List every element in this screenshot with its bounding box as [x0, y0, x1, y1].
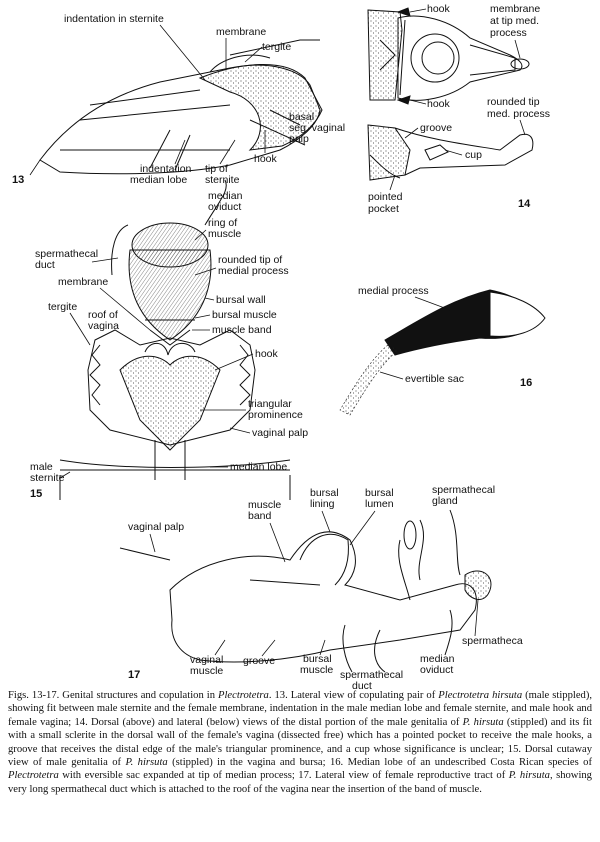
label-bursal-muscle-2: muscle — [300, 664, 333, 676]
label-muscle-2: band — [248, 510, 272, 522]
fig13-drawing — [29, 39, 323, 176]
label-pointed-2: pocket — [368, 203, 399, 215]
label-indentation-sternite: indentation in sternite — [64, 13, 164, 25]
label-bursal-muscle: bursal muscle — [212, 309, 277, 321]
caption-species-2: P. hirsuta — [462, 716, 504, 728]
label-median-2: oviduct — [208, 201, 241, 213]
label-muscle-1: muscle — [248, 499, 281, 511]
fig17-number: 17 — [128, 669, 140, 681]
fig13-number: 13 — [12, 174, 24, 186]
figure-caption: Figs. 13-17. Genital structures and copu… — [8, 689, 592, 796]
figure-14: hook membrane at tip med. process hook r… — [367, 3, 550, 215]
label-sperm-duct-2: duct — [35, 259, 55, 271]
label-groove: groove — [243, 655, 275, 667]
fig17-drawing — [119, 509, 492, 673]
label-vaginal-palp: vaginal palp — [252, 427, 308, 439]
label-tergite: tergite — [262, 41, 291, 53]
label-bursal-muscle-1: bursal — [303, 653, 332, 665]
caption-part-4: (stippled) in the vagina and bursa; 16. … — [167, 757, 592, 769]
caption-part-2: (male stippled), showing fit between mal… — [8, 690, 592, 728]
label-bursal-lumen-2: lumen — [365, 498, 394, 510]
fig14-number: 14 — [518, 198, 531, 210]
figure-13: indentation in sternite membrane tergite… — [12, 13, 345, 186]
label-membrane-1: membrane — [490, 3, 540, 15]
caption-part-1: . 13. Lateral view of copulating pair of — [268, 690, 439, 701]
label-roof-2: vagina — [88, 320, 119, 332]
label-medial-process: medial process — [358, 285, 429, 297]
label-triangular: triangular — [248, 398, 292, 410]
label-male-1: male — [30, 461, 53, 473]
fig14-lateral-drawing — [367, 124, 534, 181]
label-indentation: indentation — [140, 163, 192, 175]
fig16-number: 16 — [520, 377, 532, 389]
label-prominence: prominence — [248, 409, 303, 421]
fig16-drawing — [339, 289, 546, 416]
label-evertible-sac: evertible sac — [405, 373, 464, 385]
label-spermatheca: spermatheca — [462, 635, 523, 647]
label-median-lobe: median lobe — [230, 461, 287, 473]
label-rounded-2: medial process — [218, 265, 289, 277]
label-membrane-2: at tip med. — [490, 15, 539, 27]
label-membrane: membrane — [216, 26, 266, 38]
label-roof-1: roof of — [88, 309, 118, 321]
caption-species-4: P. hirsuta — [508, 770, 550, 782]
label-tip-of: tip of — [205, 163, 228, 175]
label-median-oviduct-1: median — [420, 653, 455, 665]
caption-part-3: (stippled) and its fit with a small scle… — [8, 716, 592, 769]
label-median-lobe: median lobe — [130, 174, 187, 186]
label-hook-top: hook — [427, 3, 451, 15]
figure-16: medial process evertible sac 16 — [339, 285, 546, 416]
label-ring-2: muscle — [208, 228, 241, 240]
label-sternite: sternite — [205, 174, 240, 186]
fig14-dorsal-drawing — [367, 7, 530, 105]
label-sperm-duct-1: spermathecal — [35, 248, 98, 260]
label-male-2: sternite — [30, 472, 65, 484]
label-gland-2: gland — [432, 495, 458, 507]
caption-genus: Plectrotetra — [218, 690, 269, 701]
label-hook: hook — [254, 153, 278, 165]
label-hook-bottom: hook — [427, 98, 451, 110]
label-bursal-lining-1: bursal — [310, 487, 339, 499]
caption-species-1: Plectrotetra hirsuta — [438, 690, 523, 701]
label-bursal-lining-2: lining — [310, 498, 335, 510]
label-ring-1: ring of — [208, 217, 237, 229]
fig15-number: 15 — [30, 488, 42, 500]
label-basal-3: palp — [289, 133, 309, 145]
label-groove: groove — [420, 122, 452, 134]
label-vaginal-palp: vaginal palp — [128, 521, 184, 533]
figure-15: median oviduct ring of muscle spermathec… — [30, 179, 308, 500]
caption-part-5: with eversible sac expanded at tip of me… — [58, 770, 509, 782]
label-vaginal-muscle-1: vaginal — [190, 654, 223, 666]
figure-17: vaginal palp muscle band bursal lining b… — [119, 484, 523, 692]
label-basal: basal — [289, 111, 314, 123]
label-bursal-lumen-1: bursal — [365, 487, 394, 499]
label-muscle-band: muscle band — [212, 324, 272, 336]
label-rounded-1: rounded tip — [487, 96, 540, 108]
fig15-drawing — [59, 179, 291, 500]
label-cup: cup — [465, 149, 482, 161]
label-median-oviduct-2: oviduct — [420, 664, 453, 676]
label-gland-1: spermathecal — [432, 484, 495, 496]
label-pointed-1: pointed — [368, 191, 403, 203]
caption-title: Figs. 13-17. Genital structures and copu… — [8, 690, 219, 701]
caption-part-6: , showing very long spermathecal duct wh… — [8, 770, 592, 795]
label-hook: hook — [255, 348, 279, 360]
label-median-1: median — [208, 190, 243, 202]
label-sperm-duct-2: duct — [352, 680, 372, 692]
label-membrane-3: process — [490, 27, 527, 39]
label-tergite: tergite — [48, 301, 77, 313]
caption-genus-2: Plectrotetra — [8, 770, 59, 782]
label-sperm-duct-1: spermathecal — [340, 669, 403, 681]
caption-species-3: P. hirsuta — [125, 757, 168, 769]
label-rounded-1: rounded tip of — [218, 254, 282, 266]
label-basal-2: seg. vaginal — [289, 122, 345, 134]
label-vaginal-muscle-2: muscle — [190, 665, 223, 677]
label-membrane: membrane — [58, 276, 108, 288]
label-bursal-wall: bursal wall — [216, 294, 266, 306]
label-rounded-2: med. process — [487, 108, 550, 120]
